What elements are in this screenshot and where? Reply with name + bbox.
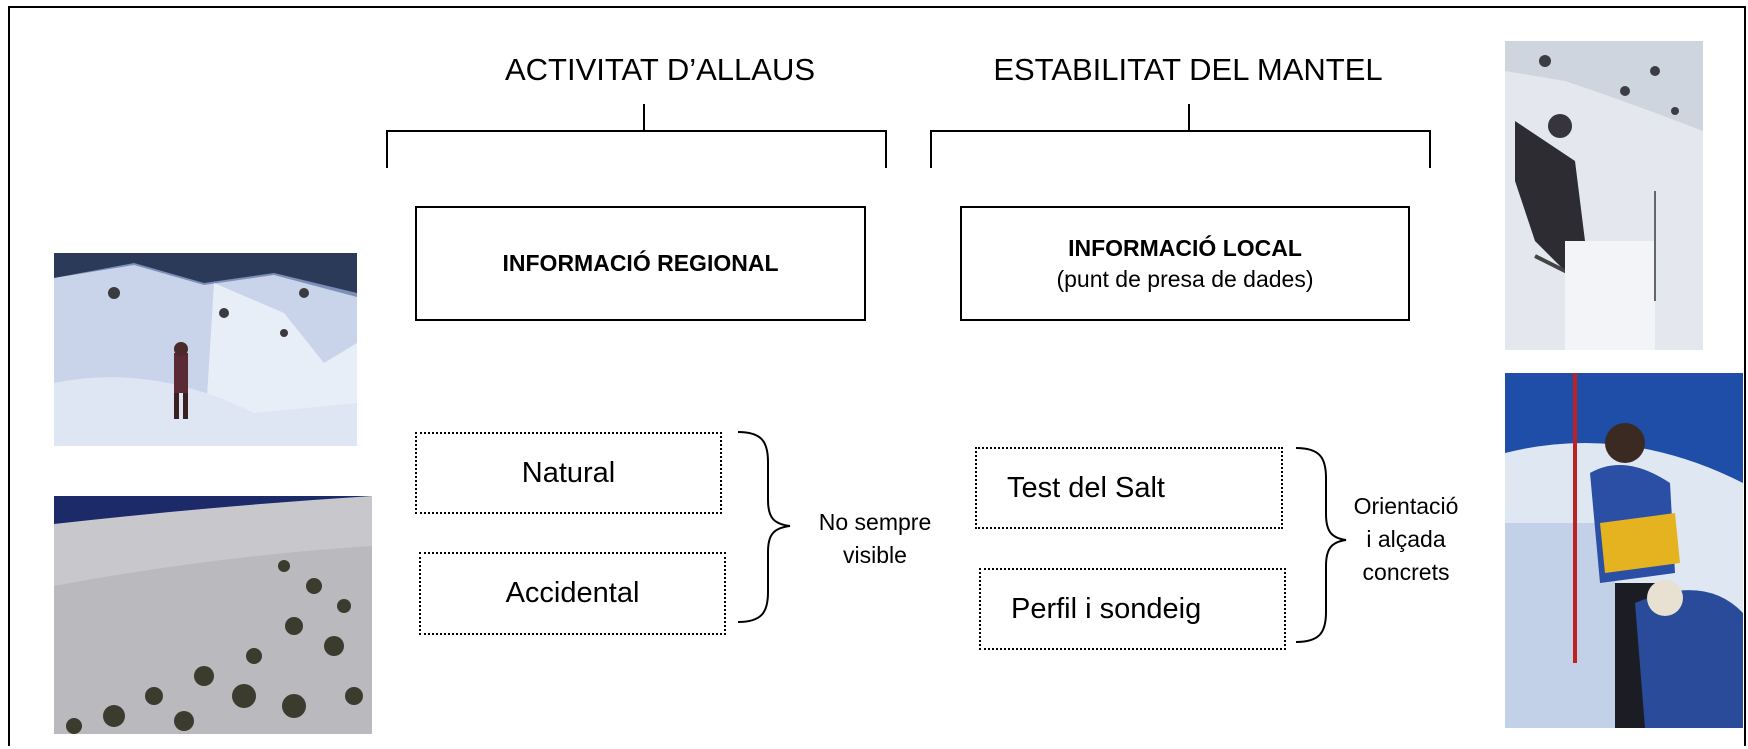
note-line: concrets	[1362, 559, 1450, 585]
photo-snow-profile-measurement	[1505, 373, 1743, 728]
note-line: i alçada	[1366, 526, 1446, 552]
local-info-subtitle: (punt de presa de dades)	[1056, 265, 1314, 292]
regional-info-title: INFORMACIÓ REGIONAL	[502, 250, 779, 276]
left-curly-brace	[737, 431, 791, 623]
right-curly-brace	[1295, 447, 1347, 643]
photo-skier-digging-pit	[1505, 41, 1703, 350]
right-heading-bracket	[930, 130, 1431, 168]
note-line: visible	[843, 542, 907, 568]
stability-orientation-note: Orientació i alçada concrets	[1344, 490, 1468, 589]
avalanche-visibility-note: No sempre visible	[800, 506, 950, 572]
note-line: No sempre	[818, 509, 932, 535]
heading-snowpack-stability: ESTABILITAT DEL MANTEL	[993, 52, 1383, 87]
photo-snowy-slope-trees	[54, 496, 372, 734]
photo-skier-avalanche-debris	[54, 253, 357, 446]
outer-frame	[8, 6, 1746, 746]
natural-box: Natural	[415, 432, 722, 514]
regional-info-box: INFORMACIÓ REGIONAL	[415, 206, 866, 321]
accidental-box: Accidental	[419, 552, 726, 635]
left-heading-bracket	[386, 130, 887, 168]
perfil-sondeig-box: Perfil i sondeig	[979, 568, 1286, 650]
local-info-title: INFORMACIÓ LOCAL	[1068, 234, 1302, 261]
test-del-salt-box: Test del Salt	[975, 447, 1283, 529]
heading-avalanche-activity: ACTIVITAT D’ALLAUS	[504, 52, 816, 87]
local-info-box: INFORMACIÓ LOCAL (punt de presa de dades…	[960, 206, 1410, 321]
note-line: Orientació	[1353, 493, 1459, 519]
